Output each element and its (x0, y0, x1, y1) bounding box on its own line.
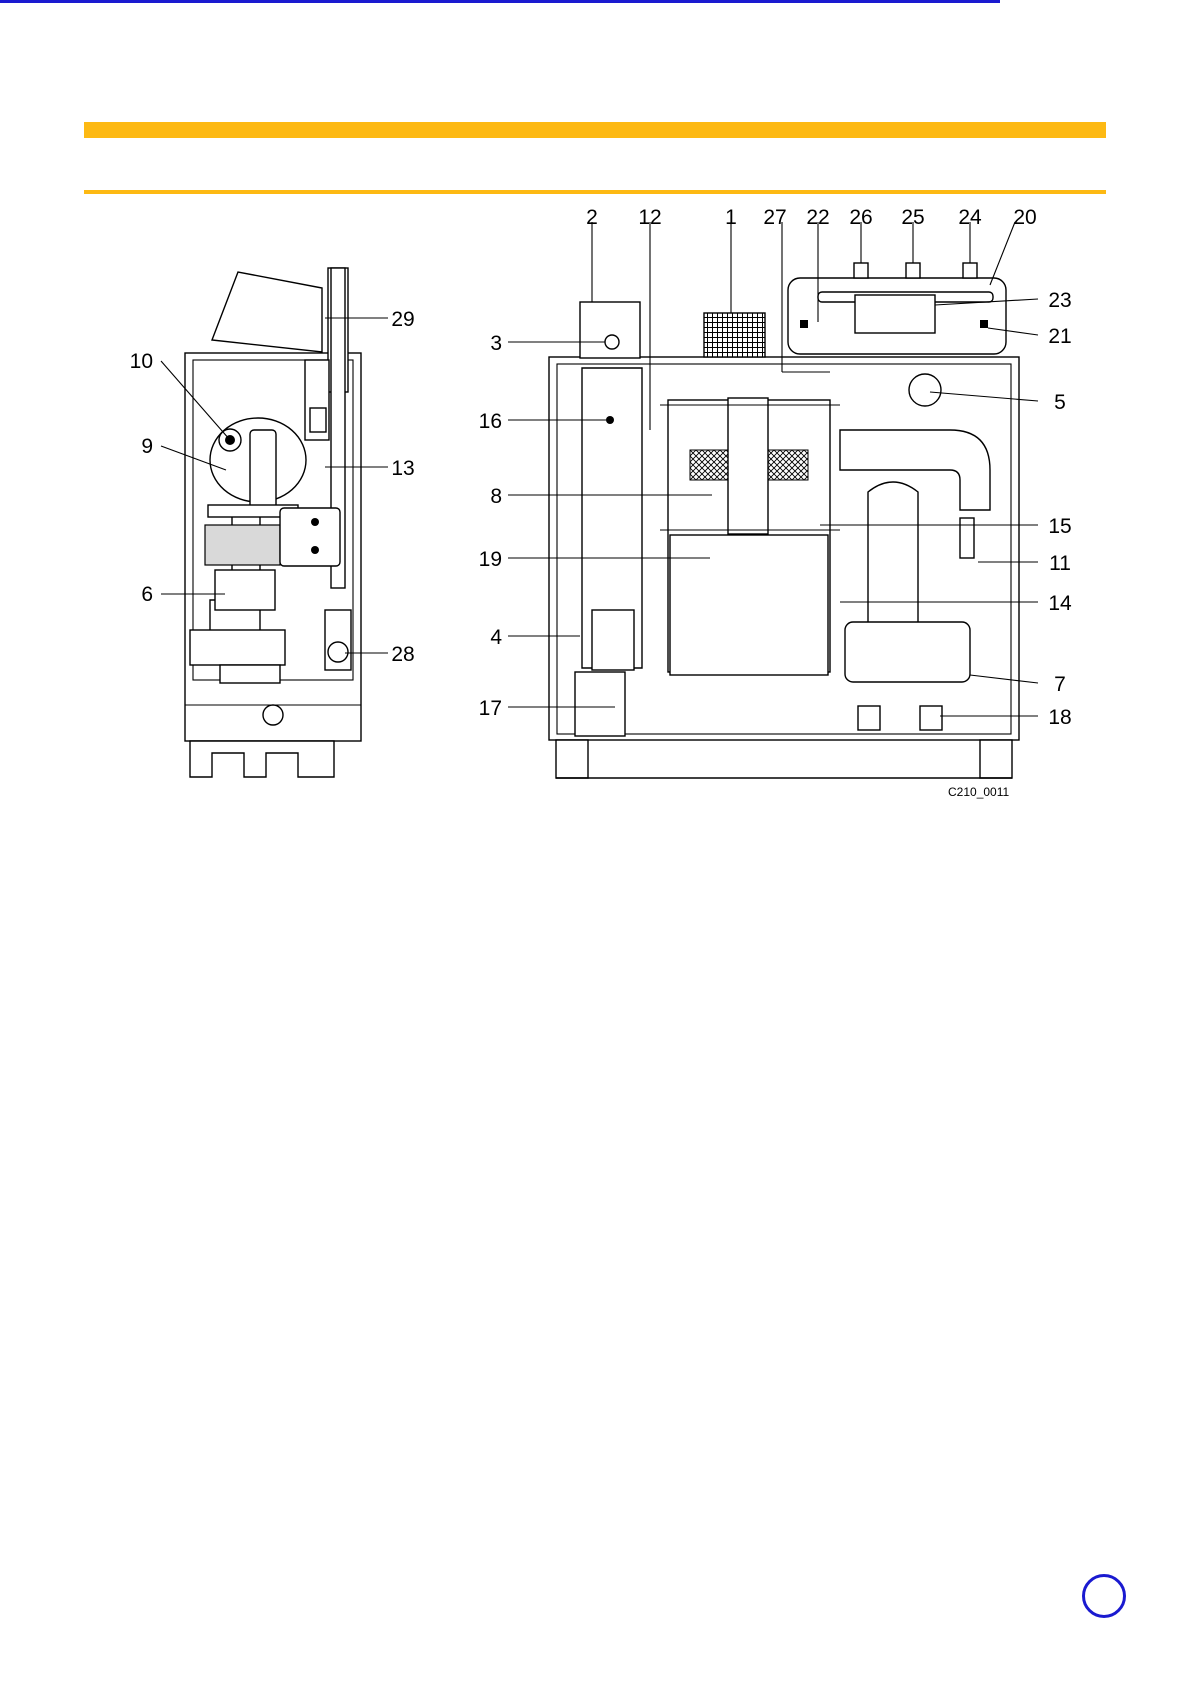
callout-27: 27 (763, 206, 786, 229)
callout-17: 17 (479, 697, 502, 720)
callout-1: 1 (725, 206, 737, 229)
callout-15: 15 (1048, 515, 1071, 538)
callout-10: 10 (130, 350, 153, 373)
callout-4: 4 (490, 626, 502, 649)
callout-7: 7 (1054, 673, 1066, 696)
callout-14: 14 (1048, 592, 1072, 615)
callout-25: 25 (901, 206, 924, 229)
callout-13: 13 (391, 457, 414, 480)
callout-9: 9 (141, 435, 153, 458)
side-view (185, 268, 361, 777)
callout-29: 29 (391, 308, 414, 331)
callout-28: 28 (391, 643, 414, 666)
figure-code: C210_0011 (948, 785, 1009, 799)
callout-5: 5 (1054, 391, 1066, 414)
callout-12: 12 (638, 206, 661, 229)
callout-21: 21 (1048, 325, 1071, 348)
callout-6: 6 (141, 583, 153, 606)
callout-18: 18 (1048, 706, 1071, 729)
callout-23: 23 (1048, 289, 1071, 312)
callout-11: 11 (1049, 552, 1071, 575)
callout-22: 22 (806, 206, 829, 229)
page-number-circle (1082, 1574, 1126, 1618)
callout-16: 16 (479, 410, 502, 433)
callout-8: 8 (490, 485, 502, 508)
front-view (549, 263, 1019, 778)
callout-3: 3 (490, 332, 502, 355)
callout-26: 26 (849, 206, 872, 229)
callout-24: 24 (958, 206, 982, 229)
callout-20: 20 (1013, 206, 1036, 229)
callout-2: 2 (586, 206, 598, 229)
callout-19: 19 (479, 548, 502, 571)
